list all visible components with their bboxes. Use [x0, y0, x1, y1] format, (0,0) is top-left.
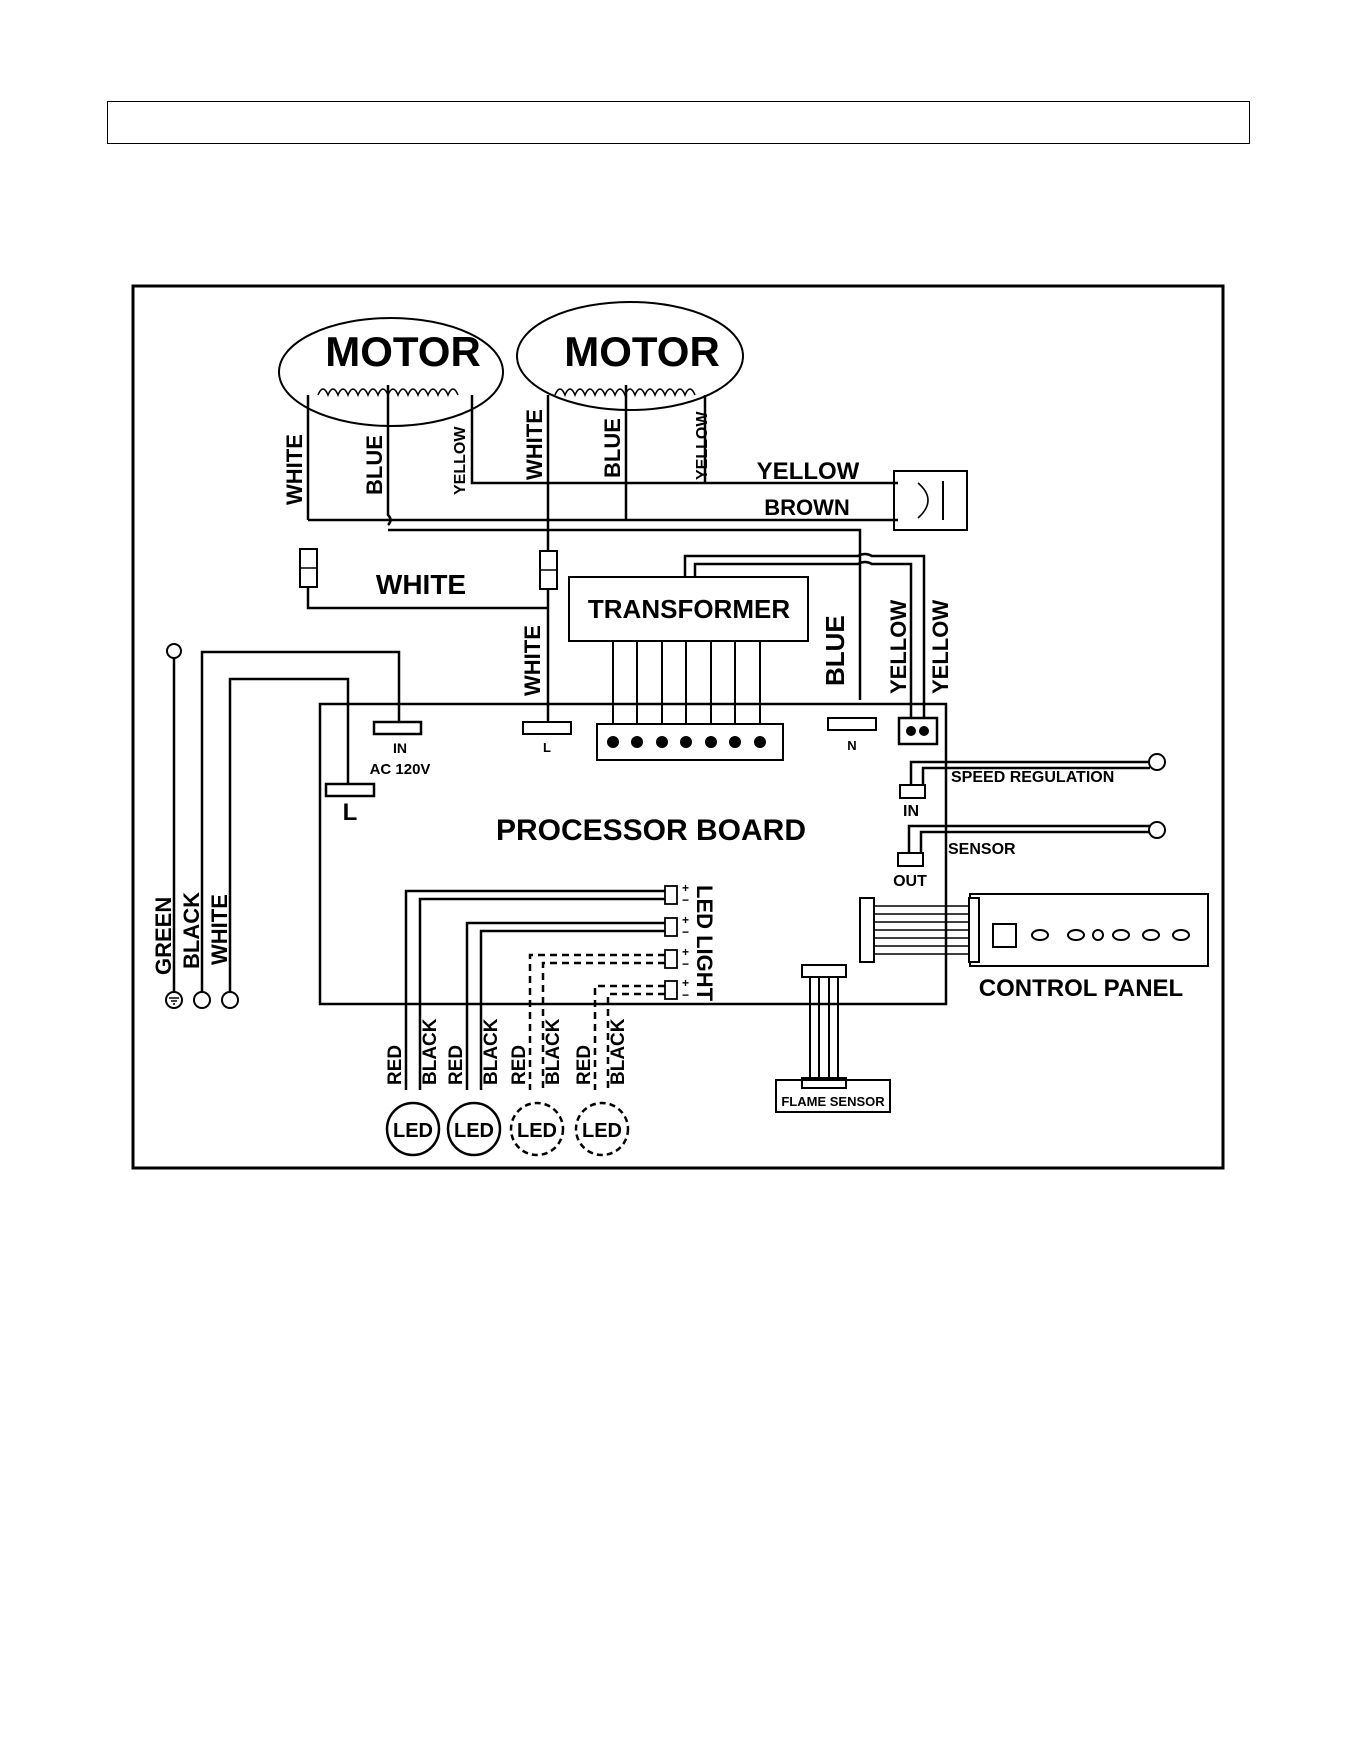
led-4-label: LED: [582, 1120, 622, 1142]
transformer-connector: [597, 724, 783, 760]
motor2-white-label: WHITE: [522, 409, 547, 480]
flame-sensor-label: FLAME SENSOR: [781, 1094, 885, 1109]
control-panel: [860, 894, 1208, 966]
led1-red-label: RED: [385, 1045, 406, 1085]
led2-black-label: BLACK: [481, 1018, 502, 1085]
terminal-l-big: [326, 784, 374, 796]
supply-white-label: WHITE: [207, 894, 232, 965]
led-1-label: LED: [393, 1120, 433, 1142]
motor2-blue-label: BLUE: [600, 418, 625, 478]
blue-to-n-label: BLUE: [820, 615, 850, 686]
terminal-n: [828, 718, 876, 730]
terminal-in: [374, 722, 421, 734]
led1-minus: −: [682, 893, 689, 907]
led3-red-label: RED: [509, 1045, 530, 1085]
panel-button-4: [1113, 930, 1129, 940]
white-terminal: [222, 992, 238, 1008]
terminal-in-label: IN: [393, 740, 407, 756]
cap-yellow-label: YELLOW: [757, 458, 860, 485]
led2-minus: −: [682, 925, 689, 939]
panel-button-1: [1032, 930, 1048, 940]
ac-voltage-label: AC 120V: [370, 761, 431, 778]
terminal-l-big-label: L: [343, 799, 358, 826]
supply-white-wire: [230, 679, 348, 993]
led4-red-label: RED: [574, 1045, 595, 1085]
led4-red-wire: [595, 986, 665, 1090]
control-panel-label: CONTROL PANEL: [979, 975, 1183, 1002]
panel-button-5: [1143, 930, 1159, 940]
terminal-l-small-label: L: [543, 740, 551, 755]
led-2-label: LED: [454, 1120, 494, 1142]
motor1-white-label: WHITE: [282, 434, 307, 505]
sensor-terminal: [1149, 822, 1165, 838]
panel-button-6: [1173, 930, 1189, 940]
white-horizontal-label: WHITE: [376, 569, 466, 600]
sensor-label: SENSOR: [948, 841, 1016, 858]
speed-regulation-terminal: [1149, 754, 1165, 770]
motor-1-label: MOTOR: [325, 328, 481, 375]
led-connectors: [665, 886, 677, 999]
yellow-a-label: YELLOW: [886, 600, 911, 694]
transformer-label: TRANSFORMER: [588, 594, 790, 624]
ribbon-connector-right: [969, 898, 979, 962]
led4-minus: −: [682, 988, 689, 1002]
led4-black-label: BLACK: [608, 1018, 629, 1085]
port-out-label: OUT: [893, 873, 927, 890]
yellow-connector: [899, 718, 937, 744]
supply-green-top-terminal: [167, 644, 181, 658]
led3-black-label: BLACK: [543, 1018, 564, 1085]
speed-regulation-label: SPEED REGULATION: [951, 769, 1114, 786]
supply-black-label: BLACK: [179, 892, 204, 969]
led-3-label: LED: [517, 1120, 557, 1142]
port-in: [900, 785, 925, 798]
cap-brown-label: BROWN: [764, 495, 850, 520]
panel-button-2: [1068, 930, 1084, 940]
motor-2-label: MOTOR: [564, 328, 720, 375]
motor1-blue-wire: [388, 385, 391, 525]
motor-1: MOTOR: [279, 318, 503, 426]
led3-minus: −: [682, 957, 689, 971]
terminal-n-label: N: [847, 738, 856, 753]
supply-green-label: GREEN: [151, 897, 176, 975]
port-in-label: IN: [903, 803, 919, 820]
led2-red-label: RED: [446, 1045, 467, 1085]
capacitor: [894, 471, 967, 530]
port-out: [898, 853, 923, 866]
panel-button-3: [1093, 930, 1103, 940]
white-to-l-label: WHITE: [520, 625, 545, 696]
panel-display: [993, 924, 1016, 947]
motor1-blue-label: BLUE: [362, 435, 387, 495]
terminal-l-small: [523, 722, 571, 734]
motor-2: MOTOR: [517, 302, 743, 410]
motor1-yellow-label: YELLOW: [452, 426, 469, 495]
ground-terminal: [166, 992, 182, 1008]
ribbon-connector-left: [860, 898, 874, 962]
processor-board-label: PROCESSOR BOARD: [496, 814, 806, 847]
flame-sensor: [776, 965, 890, 1112]
motor2-yellow-label: YELLOW: [694, 411, 711, 480]
led1-black-label: BLACK: [420, 1018, 441, 1085]
led-light-label: LED LIGHT: [692, 885, 717, 1002]
black-terminal: [194, 992, 210, 1008]
yellow-b-label: YELLOW: [928, 600, 953, 694]
